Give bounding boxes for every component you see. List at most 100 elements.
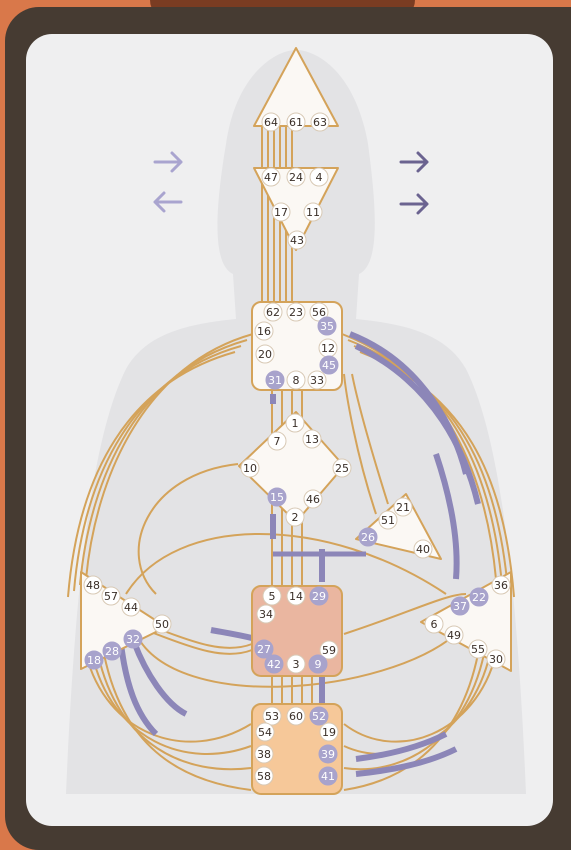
gate-32: 32 bbox=[124, 630, 142, 648]
gate-7: 7 bbox=[268, 432, 286, 450]
gate-24: 24 bbox=[287, 168, 305, 186]
gate-46: 46 bbox=[304, 490, 322, 508]
gate-label: 10 bbox=[243, 462, 257, 475]
gate-1: 1 bbox=[286, 414, 304, 432]
gate-35: 35 bbox=[318, 317, 336, 335]
gate-label: 9 bbox=[315, 658, 322, 671]
gate-label: 39 bbox=[321, 748, 335, 761]
arrow-stroke bbox=[155, 193, 181, 211]
gate-label: 18 bbox=[87, 654, 101, 667]
gate-6: 6 bbox=[425, 615, 443, 633]
gate-label: 53 bbox=[265, 710, 279, 723]
gate-61: 61 bbox=[287, 113, 305, 131]
gate-40: 40 bbox=[414, 540, 432, 558]
gate-33: 33 bbox=[308, 371, 326, 389]
gate-label: 46 bbox=[306, 493, 320, 506]
gate-12: 12 bbox=[319, 339, 337, 357]
gate-54: 54 bbox=[256, 723, 274, 741]
gate-48: 48 bbox=[84, 576, 102, 594]
gate-label: 8 bbox=[293, 374, 300, 387]
gate-label: 23 bbox=[289, 306, 303, 319]
gate-2: 2 bbox=[286, 508, 304, 526]
gate-label: 12 bbox=[321, 342, 335, 355]
gate-label: 7 bbox=[274, 435, 281, 448]
gate-label: 59 bbox=[322, 644, 336, 657]
arrow-top-right-icon bbox=[401, 153, 427, 171]
gate-39: 39 bbox=[319, 745, 337, 763]
gate-21: 21 bbox=[394, 498, 412, 516]
gate-label: 19 bbox=[322, 726, 336, 739]
gate-label: 43 bbox=[290, 234, 304, 247]
gate-label: 62 bbox=[266, 306, 280, 319]
gate-3: 3 bbox=[287, 655, 305, 673]
gate-38: 38 bbox=[255, 745, 273, 763]
gate-label: 60 bbox=[289, 710, 303, 723]
gate-64: 64 bbox=[262, 113, 280, 131]
gate-63: 63 bbox=[311, 113, 329, 131]
gate-label: 58 bbox=[257, 770, 271, 783]
gate-label: 11 bbox=[306, 206, 320, 219]
gate-label: 28 bbox=[105, 645, 119, 658]
gate-label: 52 bbox=[312, 710, 326, 723]
gate-31: 31 bbox=[266, 371, 284, 389]
gate-label: 6 bbox=[431, 618, 438, 631]
gate-11: 11 bbox=[304, 203, 322, 221]
gate-label: 30 bbox=[489, 653, 503, 666]
gate-label: 61 bbox=[289, 116, 303, 129]
gate-14: 14 bbox=[287, 587, 305, 605]
gate-label: 2 bbox=[292, 511, 299, 524]
gate-41: 41 bbox=[319, 767, 337, 785]
gate-label: 55 bbox=[471, 643, 485, 656]
gate-44: 44 bbox=[122, 598, 140, 616]
gate-49: 49 bbox=[445, 626, 463, 644]
gate-label: 40 bbox=[416, 543, 430, 556]
gate-42: 42 bbox=[265, 655, 283, 673]
gate-label: 35 bbox=[320, 320, 334, 333]
gate-label: 41 bbox=[321, 770, 335, 783]
bodygraph-diagram: 6461634724417114362235616352012453183317… bbox=[26, 34, 553, 826]
gate-52: 52 bbox=[310, 707, 328, 725]
gate-label: 24 bbox=[289, 171, 303, 184]
gate-25: 25 bbox=[333, 459, 351, 477]
gate-label: 15 bbox=[270, 491, 284, 504]
gate-label: 20 bbox=[258, 348, 272, 361]
gate-51: 51 bbox=[379, 511, 397, 529]
gate-label: 32 bbox=[126, 633, 140, 646]
gate-5: 5 bbox=[263, 587, 281, 605]
arrow-bottom-left-icon bbox=[155, 193, 181, 211]
gate-label: 21 bbox=[396, 501, 410, 514]
arrow-stroke bbox=[155, 153, 181, 171]
gate-label: 34 bbox=[259, 608, 273, 621]
gate-15: 15 bbox=[268, 488, 286, 506]
gate-19: 19 bbox=[320, 723, 338, 741]
gate-label: 13 bbox=[305, 433, 319, 446]
gate-label: 36 bbox=[494, 579, 508, 592]
gate-23: 23 bbox=[287, 303, 305, 321]
arrow-stroke bbox=[401, 195, 427, 213]
gate-label: 4 bbox=[316, 171, 323, 184]
gate-37: 37 bbox=[451, 597, 469, 615]
gate-label: 47 bbox=[264, 171, 278, 184]
gate-50: 50 bbox=[153, 615, 171, 633]
gate-label: 45 bbox=[322, 359, 336, 372]
gate-label: 54 bbox=[258, 726, 272, 739]
gate-label: 14 bbox=[289, 590, 303, 603]
gate-label: 57 bbox=[104, 590, 118, 603]
gate-label: 22 bbox=[472, 591, 486, 604]
gate-4: 4 bbox=[310, 168, 328, 186]
gate-13: 13 bbox=[303, 430, 321, 448]
gate-label: 38 bbox=[257, 748, 271, 761]
gate-label: 31 bbox=[268, 374, 282, 387]
gate-28: 28 bbox=[103, 642, 121, 660]
gate-label: 42 bbox=[267, 658, 281, 671]
gate-8: 8 bbox=[287, 371, 305, 389]
gate-label: 49 bbox=[447, 629, 461, 642]
arrow-stroke bbox=[401, 153, 427, 171]
arrow-bottom-right-icon bbox=[401, 195, 427, 213]
gate-label: 29 bbox=[312, 590, 326, 603]
gate-45: 45 bbox=[320, 356, 338, 374]
gate-29: 29 bbox=[310, 587, 328, 605]
gate-label: 3 bbox=[293, 658, 300, 671]
gate-10: 10 bbox=[241, 459, 259, 477]
gate-label: 64 bbox=[264, 116, 278, 129]
